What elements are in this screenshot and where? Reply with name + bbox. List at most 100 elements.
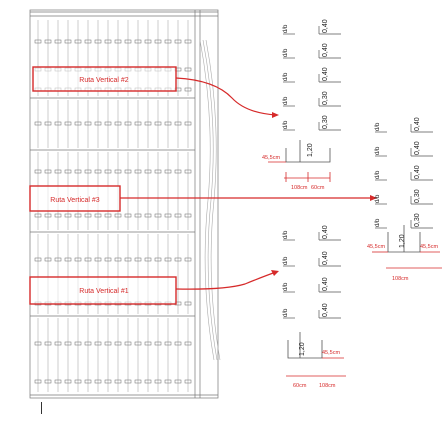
step-row: 0,40d/b	[283, 19, 341, 35]
seat-mark	[174, 341, 182, 346]
step-height-label: 0,40	[322, 303, 329, 317]
seat-mark	[34, 121, 42, 126]
seat-mark	[164, 257, 172, 262]
seat-mark	[144, 379, 152, 384]
detail-bottom-side-label: 45,5cm	[322, 350, 340, 356]
seat-mark	[84, 169, 92, 174]
step-mark-label: d/b	[283, 96, 289, 105]
seat-mark	[124, 213, 132, 218]
step-row: 0,30d/b	[283, 115, 341, 131]
seat-mark	[134, 121, 142, 126]
seat-mark	[154, 379, 162, 384]
step-height-label: 0,40	[414, 165, 421, 179]
seat-mark	[84, 341, 92, 346]
seat-mark	[54, 121, 62, 126]
arrowhead-1	[271, 270, 279, 276]
seat-mark	[144, 213, 152, 218]
seat-mark	[64, 39, 72, 44]
seat-mark	[84, 379, 92, 384]
seat-mark	[184, 379, 192, 384]
seat-mark	[174, 169, 182, 174]
seat-mark	[74, 213, 82, 218]
seat-mark	[154, 169, 162, 174]
step-row: 0,40 d/b	[283, 43, 341, 59]
seat-mark	[44, 341, 52, 346]
detail-top-step	[268, 140, 331, 182]
seat-mark	[104, 341, 112, 346]
connector-arrows	[120, 77, 372, 290]
seat-mark	[164, 121, 172, 126]
detail-bottom-step	[286, 332, 346, 377]
seat-mark	[144, 39, 152, 44]
seat-mark	[134, 257, 142, 262]
arrow-route-2	[175, 77, 277, 116]
seat-mark	[154, 213, 162, 218]
seat-mark	[84, 213, 92, 218]
step-mark-label: d/b	[283, 72, 289, 81]
detail-top-side-label: 45,5cm	[262, 155, 280, 161]
seat-mark	[54, 39, 62, 44]
seat-mark	[114, 169, 122, 174]
seat-mark	[54, 341, 62, 346]
arrowhead-2	[272, 112, 279, 118]
route-vertical-2: Ruta Vertical #2	[32, 66, 177, 92]
step-mark-label: d/b	[375, 146, 381, 155]
step-height-label: 0,40	[322, 251, 329, 265]
detail-top-step-label: 1,20	[307, 143, 314, 157]
detail-middle-step-label: 1,20	[399, 234, 406, 248]
step-height-label: 0,30	[414, 189, 421, 203]
detail-middle-dim-a: 108cm	[392, 276, 409, 282]
seat-mark	[84, 257, 92, 262]
step-height-label: 0,40	[322, 225, 329, 239]
seat-mark	[44, 213, 52, 218]
step-mark-label: d/b	[283, 120, 289, 129]
seat-mark	[84, 39, 92, 44]
seat-mark	[154, 257, 162, 262]
seat-mark	[114, 341, 122, 346]
seat-mark	[184, 213, 192, 218]
seat-mark	[164, 39, 172, 44]
seat-mark	[114, 257, 122, 262]
seat-mark	[34, 39, 42, 44]
step-mark-label: d/b	[375, 170, 381, 179]
seat-mark	[174, 121, 182, 126]
detail-middle-rows: 0,40d/b0,40d/b0,40d/b0,30d/b0,30d/b	[375, 117, 433, 229]
seat-mark	[84, 121, 92, 126]
step-height-label: 0,40	[414, 141, 421, 155]
step-height-label: 0,40	[322, 19, 329, 33]
seat-mark	[94, 213, 102, 218]
seat-mark	[74, 257, 82, 262]
detail-middle: 0,40d/b0,40d/b0,40d/b0,30d/b0,30d/b 1,20…	[367, 117, 442, 282]
step-mark-label: d/b	[283, 308, 289, 317]
stair-curves	[199, 39, 221, 361]
step-row: 0,30d/b	[283, 91, 341, 107]
seat-mark	[64, 169, 72, 174]
seat-mark	[104, 169, 112, 174]
seat-mark	[154, 341, 162, 346]
step-mark-label: d/b	[375, 218, 381, 227]
seat-mark	[74, 379, 82, 384]
seat-mark	[74, 39, 82, 44]
step-row: 0,40 d/b	[283, 225, 341, 241]
seat-mark	[54, 169, 62, 174]
seat-mark	[174, 379, 182, 384]
step-row: 0,40d/b	[375, 117, 433, 133]
step-height-label: 0,40	[322, 43, 329, 57]
step-mark-label: d/b	[283, 256, 289, 265]
step-mark-label: d/b	[375, 122, 381, 131]
step-mark-label: d/b	[283, 230, 289, 239]
step-mark-label: d/b	[283, 48, 289, 57]
seat-mark	[134, 169, 142, 174]
step-row: 0,40 d/b	[283, 303, 341, 319]
arrow-heads	[271, 112, 377, 276]
seat-mark	[114, 213, 122, 218]
step-mark-label: d/b	[283, 282, 289, 291]
step-mark-label: d/b	[375, 194, 381, 203]
seat-mark	[94, 169, 102, 174]
seat-mark	[64, 379, 72, 384]
seat-mark	[54, 379, 62, 384]
detail-middle-step	[372, 225, 442, 269]
seat-mark	[184, 341, 192, 346]
seat-mark	[184, 121, 192, 126]
